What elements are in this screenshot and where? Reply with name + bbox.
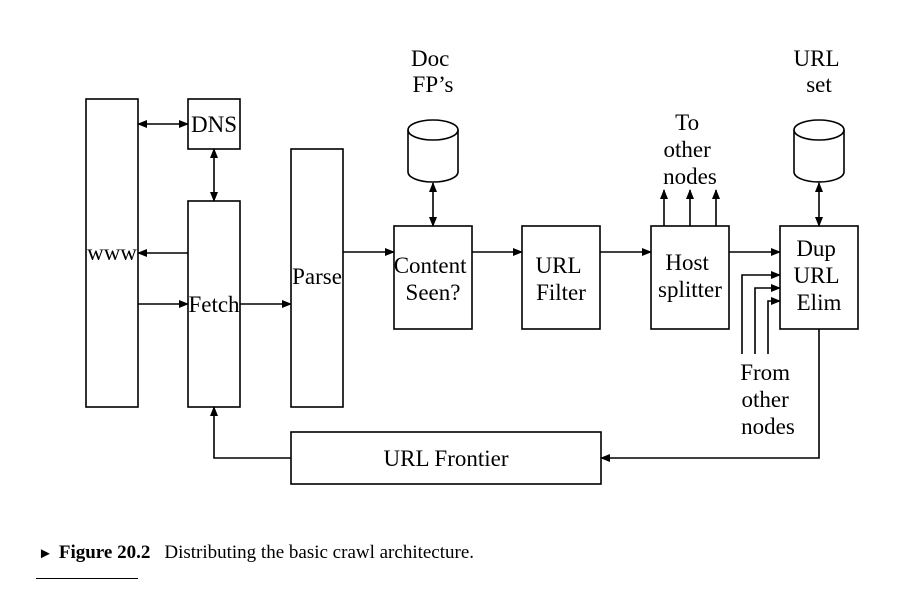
- to-other-nodes-label: To other nodes: [663, 110, 717, 189]
- figure-caption: ► Figure 20.2 Distributing the basic crawl…: [38, 542, 474, 564]
- url-frontier-label: URL Frontier: [384, 446, 509, 471]
- parse-label: Parse: [292, 264, 342, 289]
- caption-marker-icon: ►: [38, 546, 53, 562]
- from-other-nodes-arrow: [754, 284, 781, 354]
- from-other-nodes-arrow: [767, 297, 781, 354]
- host-splitter-label: Host splitter: [658, 250, 722, 302]
- doc-fps-label: Doc FP’s: [411, 46, 455, 97]
- caption-rule: [36, 578, 138, 579]
- url-set-disk-icon: [793, 119, 845, 183]
- dup-url-elim-label: Dup URL Elim: [794, 236, 845, 315]
- fetch-label: Fetch: [188, 292, 240, 317]
- frontier-to-fetch-arrow: [210, 406, 291, 459]
- url-filter-box: [521, 225, 601, 330]
- content-seen-label: Content Seen?: [394, 253, 473, 305]
- dup-elim-to-frontier-arrow: [600, 329, 820, 462]
- url-set-label: URL set: [794, 46, 845, 97]
- from-other-nodes-label: From other nodes: [740, 360, 796, 439]
- from-other-nodes-arrow: [741, 271, 781, 354]
- parse-box: [290, 148, 344, 408]
- dns-label: DNS: [191, 112, 237, 137]
- caption-text: Distributing the basic crawl architectur…: [164, 542, 475, 563]
- doc-fps-disk-icon: [407, 119, 459, 183]
- figure-number: Figure 20.2: [58, 542, 151, 563]
- crawl-architecture-diagram: www DNS Fetch Parse Content Seen? URL Fi…: [85, 46, 859, 485]
- www-label: www: [87, 240, 137, 265]
- url-filter-label: URL Filter: [536, 253, 587, 305]
